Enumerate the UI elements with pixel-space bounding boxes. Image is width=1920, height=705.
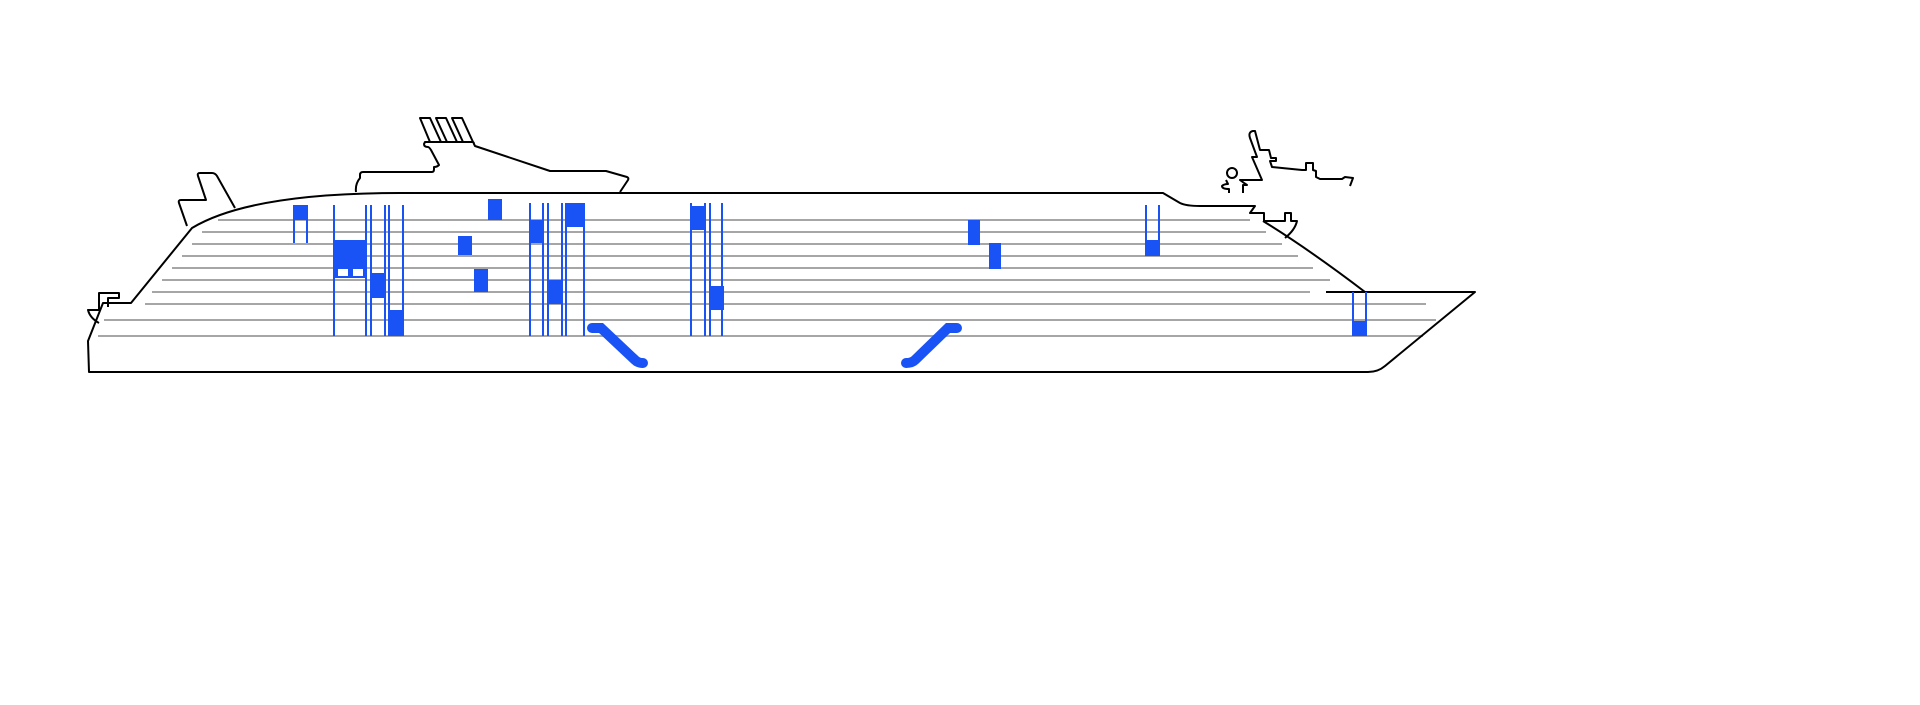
elevator-door bbox=[338, 269, 348, 276]
bridge-mast bbox=[1221, 130, 1354, 193]
stern-structure bbox=[87, 172, 236, 324]
elevator-car bbox=[1353, 321, 1366, 336]
elevator-car bbox=[458, 236, 472, 255]
elevator-car bbox=[548, 280, 562, 304]
elevator-car bbox=[530, 220, 544, 243]
ship-outline bbox=[87, 117, 1476, 373]
elevator-car bbox=[710, 286, 724, 310]
elevator-car bbox=[566, 203, 584, 227]
elevator-shafts bbox=[293, 199, 1367, 336]
deck-lines bbox=[98, 219, 1436, 337]
elevator-car bbox=[474, 269, 488, 292]
elevator-car bbox=[1146, 240, 1159, 256]
elevator-car bbox=[389, 310, 403, 336]
funnel bbox=[354, 141, 630, 193]
elevator-car bbox=[488, 199, 502, 220]
elevator-door bbox=[353, 269, 363, 276]
elevator-car bbox=[968, 220, 980, 245]
radar-dome bbox=[1226, 167, 1238, 179]
hull bbox=[87, 192, 1476, 373]
funnel-stacks bbox=[419, 117, 474, 143]
elevator-car bbox=[691, 206, 705, 230]
elevator-car bbox=[989, 243, 1001, 269]
escalator bbox=[587, 323, 648, 368]
escalators bbox=[587, 323, 962, 368]
escalator bbox=[901, 323, 962, 368]
elevator-car bbox=[294, 205, 308, 220]
elevator-car bbox=[371, 273, 385, 298]
